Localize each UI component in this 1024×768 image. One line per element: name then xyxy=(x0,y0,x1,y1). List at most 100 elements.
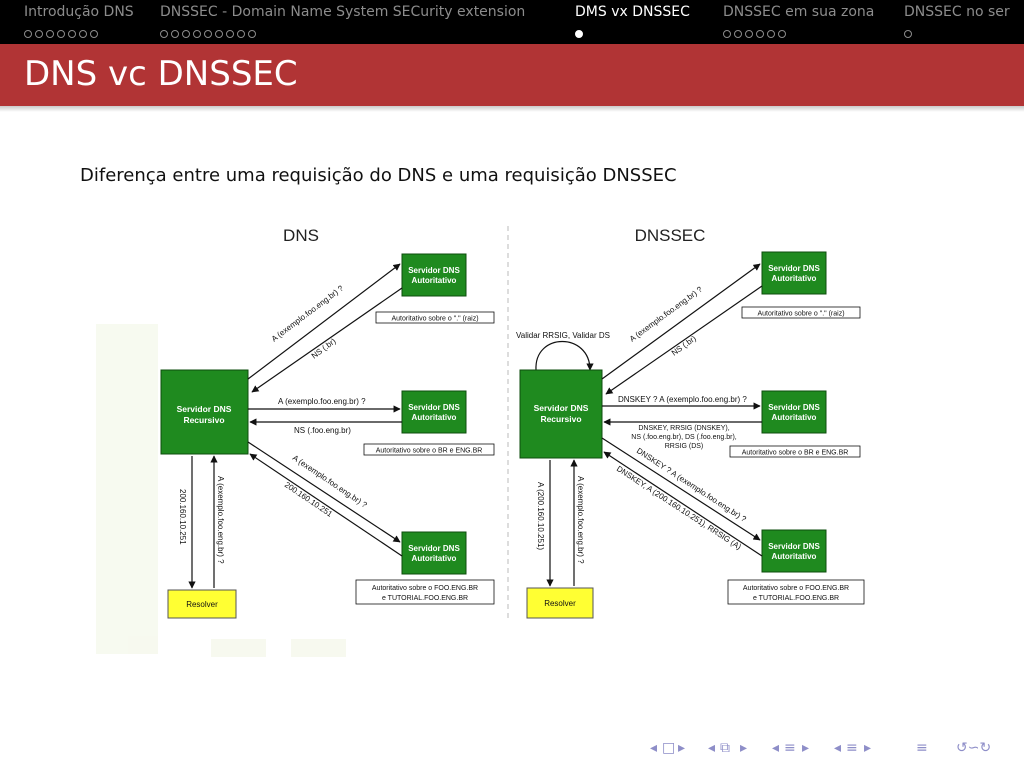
nav-dot-icon[interactable] xyxy=(215,29,223,38)
svg-text:Autoritativo sobre o "." (raiz: Autoritativo sobre o "." (raiz) xyxy=(391,316,478,323)
slide-icon[interactable]: ≡ xyxy=(846,740,858,756)
dnssec-validate-label: Validar RRSIG, Validar DS xyxy=(516,331,610,340)
dns-recursive-server: Servidor DNS Recursivo xyxy=(160,369,249,455)
prev-subsection-icon[interactable]: ◂ xyxy=(708,740,716,756)
nav-dot-icon[interactable] xyxy=(767,29,775,38)
nav-section-title[interactable]: DNSSEC em sua zona xyxy=(723,4,875,20)
nav-dot-icon[interactable] xyxy=(182,29,190,38)
subsection-icon[interactable]: ⧉ xyxy=(720,740,730,756)
title-shadow xyxy=(0,106,1024,112)
next-subsection-icon[interactable]: ▸ xyxy=(740,740,748,756)
frame-title-bar: DNS vc DNSSEC xyxy=(0,44,1024,112)
nav-dot-icon[interactable] xyxy=(904,29,912,38)
nav-dot-icon[interactable] xyxy=(734,29,742,38)
toc-icon[interactable]: ≡ xyxy=(916,740,928,756)
nav-dot-icon[interactable] xyxy=(193,29,201,38)
nav-dot-icon[interactable] xyxy=(723,29,731,38)
nav-dot-icon[interactable] xyxy=(57,29,65,38)
svg-text:Servidor DNS: Servidor DNS xyxy=(768,264,820,273)
nav-dot-icon[interactable] xyxy=(237,29,245,38)
nav-dot-icon[interactable] xyxy=(46,29,54,38)
dnssec-br-server: Servidor DNS Autoritativo xyxy=(761,390,827,434)
dnssec-q-br: DNSKEY ? A (exemplo.foo.eng.br) ? xyxy=(618,395,747,404)
nav-dot-icon[interactable] xyxy=(248,29,256,38)
navigation-bar: Introdução DNS DNSSEC - Domain Name Syste… xyxy=(0,0,1024,44)
dns-q-br: A (exemplo.foo.eng.br) ? xyxy=(278,397,366,406)
svg-text:Autoritativo sobre o BR e ENG.: Autoritativo sobre o BR e ENG.BR xyxy=(742,450,849,457)
next-section-icon[interactable]: ▸ xyxy=(802,740,810,756)
dns-br-server: Servidor DNS Autoritativo xyxy=(401,390,467,434)
beamer-navigation-symbols: ◂ □ ▸ ◂ ⧉ ▸ ◂ ≡ ▸ ◂ ≡ ▸ ≡ ↺∽↻ xyxy=(650,740,1020,760)
nav-dot-icon[interactable] xyxy=(90,29,98,38)
svg-text:Autoritativo sobre o FOO.ENG.B: Autoritativo sobre o FOO.ENG.BR xyxy=(743,585,849,592)
search-icon[interactable]: ↺∽↻ xyxy=(956,740,992,756)
dnssec-foo-server: Servidor DNS Autoritativo xyxy=(761,529,827,573)
nav-dot-icon[interactable] xyxy=(24,29,32,38)
nav-section-dots xyxy=(723,23,874,38)
svg-text:Servidor DNS: Servidor DNS xyxy=(768,403,820,412)
nav-section-dots xyxy=(904,23,1010,38)
nav-section-4[interactable]: DNSSEC em sua zona xyxy=(723,3,875,38)
nav-dot-icon[interactable] xyxy=(79,29,87,38)
nav-section-dots xyxy=(160,23,525,38)
nav-dot-icon[interactable] xyxy=(171,29,179,38)
dns-root-label-2: Autoritativo xyxy=(412,276,457,285)
nav-section-title[interactable]: DMS vx DNSSEC xyxy=(575,4,690,20)
dnssec-arrows xyxy=(546,263,763,587)
dnssec-panel: DNSSEC Validar RRSIG, Validar DS Servido… xyxy=(516,226,865,619)
nav-section-title[interactable]: Introdução DNS xyxy=(24,4,134,20)
nav-section-5[interactable]: DNSSEC no ser xyxy=(904,3,1010,38)
dns-panel: DNS Servidor DNS Recursivo Servidor DNS … xyxy=(160,226,495,619)
svg-text:Recursivo: Recursivo xyxy=(540,414,581,424)
dns-br-label-2: Autoritativo xyxy=(412,413,457,422)
prev-slide-icon[interactable]: ◂ xyxy=(834,740,842,756)
nav-section-title[interactable]: DNSSEC - Domain Name System SECurity ext… xyxy=(160,4,526,20)
svg-text:e TUTORIAL.FOO.ENG.BR: e TUTORIAL.FOO.ENG.BR xyxy=(382,595,468,602)
dnssec-a-br-2: NS (.foo.eng.br), DS (.foo.eng.br), xyxy=(631,434,736,441)
dns-foo-label-1: Servidor DNS xyxy=(408,544,460,553)
nav-section-dots xyxy=(24,23,134,38)
section-icon[interactable]: ≡ xyxy=(784,740,796,756)
svg-text:Resolver: Resolver xyxy=(186,600,218,609)
frame-title: DNS vc DNSSEC xyxy=(24,54,298,94)
next-slide-icon[interactable]: ▸ xyxy=(864,740,872,756)
nav-section-1[interactable]: Introdução DNS xyxy=(24,3,134,38)
prev-frame-icon[interactable]: ◂ xyxy=(650,740,658,756)
nav-dot-icon[interactable] xyxy=(68,29,76,38)
svg-text:Autoritativo sobre o BR e ENG.: Autoritativo sobre o BR e ENG.BR xyxy=(376,448,483,455)
svg-text:Autoritativo: Autoritativo xyxy=(772,274,817,283)
dns-recursive-label-2: Recursivo xyxy=(183,415,224,425)
next-frame-icon[interactable]: ▸ xyxy=(678,740,686,756)
svg-text:Autoritativo sobre o FOO.ENG.B: Autoritativo sobre o FOO.ENG.BR xyxy=(372,585,478,592)
dns-foo-server: Servidor DNS Autoritativo xyxy=(401,531,467,575)
nav-section-2[interactable]: DNSSEC - Domain Name System SECurity ext… xyxy=(160,3,526,38)
nav-dot-icon[interactable] xyxy=(204,29,212,38)
dnssec-note-br: Autoritativo sobre o BR e ENG.BR xyxy=(729,445,861,458)
nav-dot-icon[interactable] xyxy=(160,29,168,38)
prev-section-icon[interactable]: ◂ xyxy=(772,740,780,756)
nav-dot-icon[interactable] xyxy=(226,29,234,38)
nav-section-title[interactable]: DNSSEC no ser xyxy=(904,4,1010,20)
svg-text:Servidor DNS: Servidor DNS xyxy=(768,542,820,551)
dns-vs-dnssec-diagram: DNS Servidor DNS Recursivo Servidor DNS … xyxy=(96,226,865,657)
dns-root-label-1: Servidor DNS xyxy=(408,266,460,275)
dnssec-resolver: Resolver xyxy=(526,587,594,619)
dns-heading: DNS xyxy=(283,226,319,245)
dns-resolver: Resolver xyxy=(167,589,237,619)
dnssec-a-br-3: RRSIG (DS) xyxy=(665,443,704,450)
dnssec-res-query: A (exemplo.foo.eng.br) ? xyxy=(576,476,585,564)
dns-res-answer: 200.160.10.251 xyxy=(178,489,187,545)
svg-text:Autoritativo sobre o "." (raiz: Autoritativo sobre o "." (raiz) xyxy=(757,311,844,318)
nav-dot-icon[interactable] xyxy=(778,29,786,38)
nav-dot-icon[interactable] xyxy=(756,29,764,38)
dnssec-note-root: Autoritativo sobre o "." (raiz) xyxy=(741,306,861,319)
nav-dot-icon[interactable] xyxy=(575,29,583,38)
frame-icon[interactable]: □ xyxy=(662,740,676,756)
nav-dot-icon[interactable] xyxy=(35,29,43,38)
nav-dot-icon[interactable] xyxy=(745,29,753,38)
nav-section-dots xyxy=(575,23,690,38)
svg-text:e TUTORIAL.FOO.ENG.BR: e TUTORIAL.FOO.ENG.BR xyxy=(753,595,839,602)
dns-note-root: Autoritativo sobre o "." (raiz) xyxy=(375,311,495,324)
dnssec-res-answer: A (200.160.10.251) xyxy=(536,482,545,550)
nav-section-3[interactable]: DMS vx DNSSEC xyxy=(575,3,690,38)
